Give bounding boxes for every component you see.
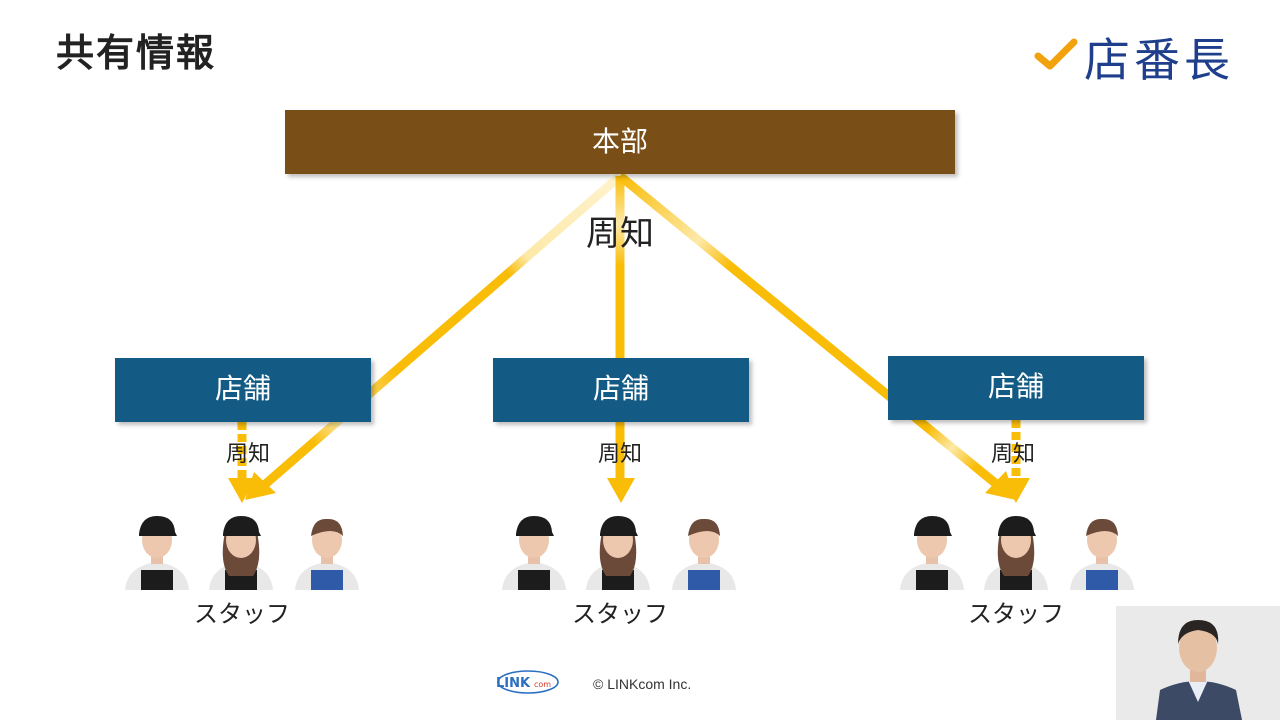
- staff-apron-icon-3: [1070, 518, 1134, 590]
- presenter-icon: [1116, 606, 1280, 720]
- page-title: 共有情報: [56, 31, 217, 75]
- staff-male-icon-2: [502, 516, 566, 590]
- hq-arrow-right: [617, 172, 1016, 500]
- staff-female-icon-2: [586, 516, 650, 590]
- staff-label-1: スタッフ: [194, 600, 290, 628]
- presenter-video: [1116, 606, 1280, 720]
- store-box-1: 店舗: [115, 358, 371, 422]
- store-notice-label-3: 周知: [990, 442, 1035, 467]
- store-arrow-left: [228, 422, 256, 503]
- store-notice-label-1: 周知: [225, 442, 270, 467]
- brand-logo: 店番長: [1030, 22, 1250, 87]
- store-arrow-center: [607, 478, 635, 503]
- copyright-text: © LINKcom Inc.: [593, 676, 692, 692]
- store-box-3: 店舗: [888, 356, 1144, 420]
- brand-name: 店番長: [1084, 33, 1234, 87]
- staff-label-3: スタッフ: [968, 600, 1064, 628]
- hq-notice-label: 周知: [586, 214, 654, 254]
- staff-apron-icon-2: [672, 518, 736, 590]
- linkcom-logo: LINK com: [496, 670, 559, 694]
- staff-male-icon-1: [125, 516, 189, 590]
- staff-label-2: スタッフ: [572, 600, 668, 628]
- hq-arrow-left: [245, 172, 623, 500]
- headquarters-box: 本部: [285, 110, 955, 174]
- logo-text: LINK: [496, 676, 531, 691]
- logo-sub-text: com: [534, 680, 551, 689]
- staff-female-icon-1: [209, 516, 273, 590]
- staff-male-icon-3: [900, 516, 964, 590]
- staff-female-icon-3: [984, 516, 1048, 590]
- check-icon: [1034, 38, 1078, 70]
- staff-apron-icon-1: [295, 518, 359, 590]
- store-notice-label-2: 周知: [597, 442, 642, 467]
- store-box-2: 店舗: [493, 358, 749, 422]
